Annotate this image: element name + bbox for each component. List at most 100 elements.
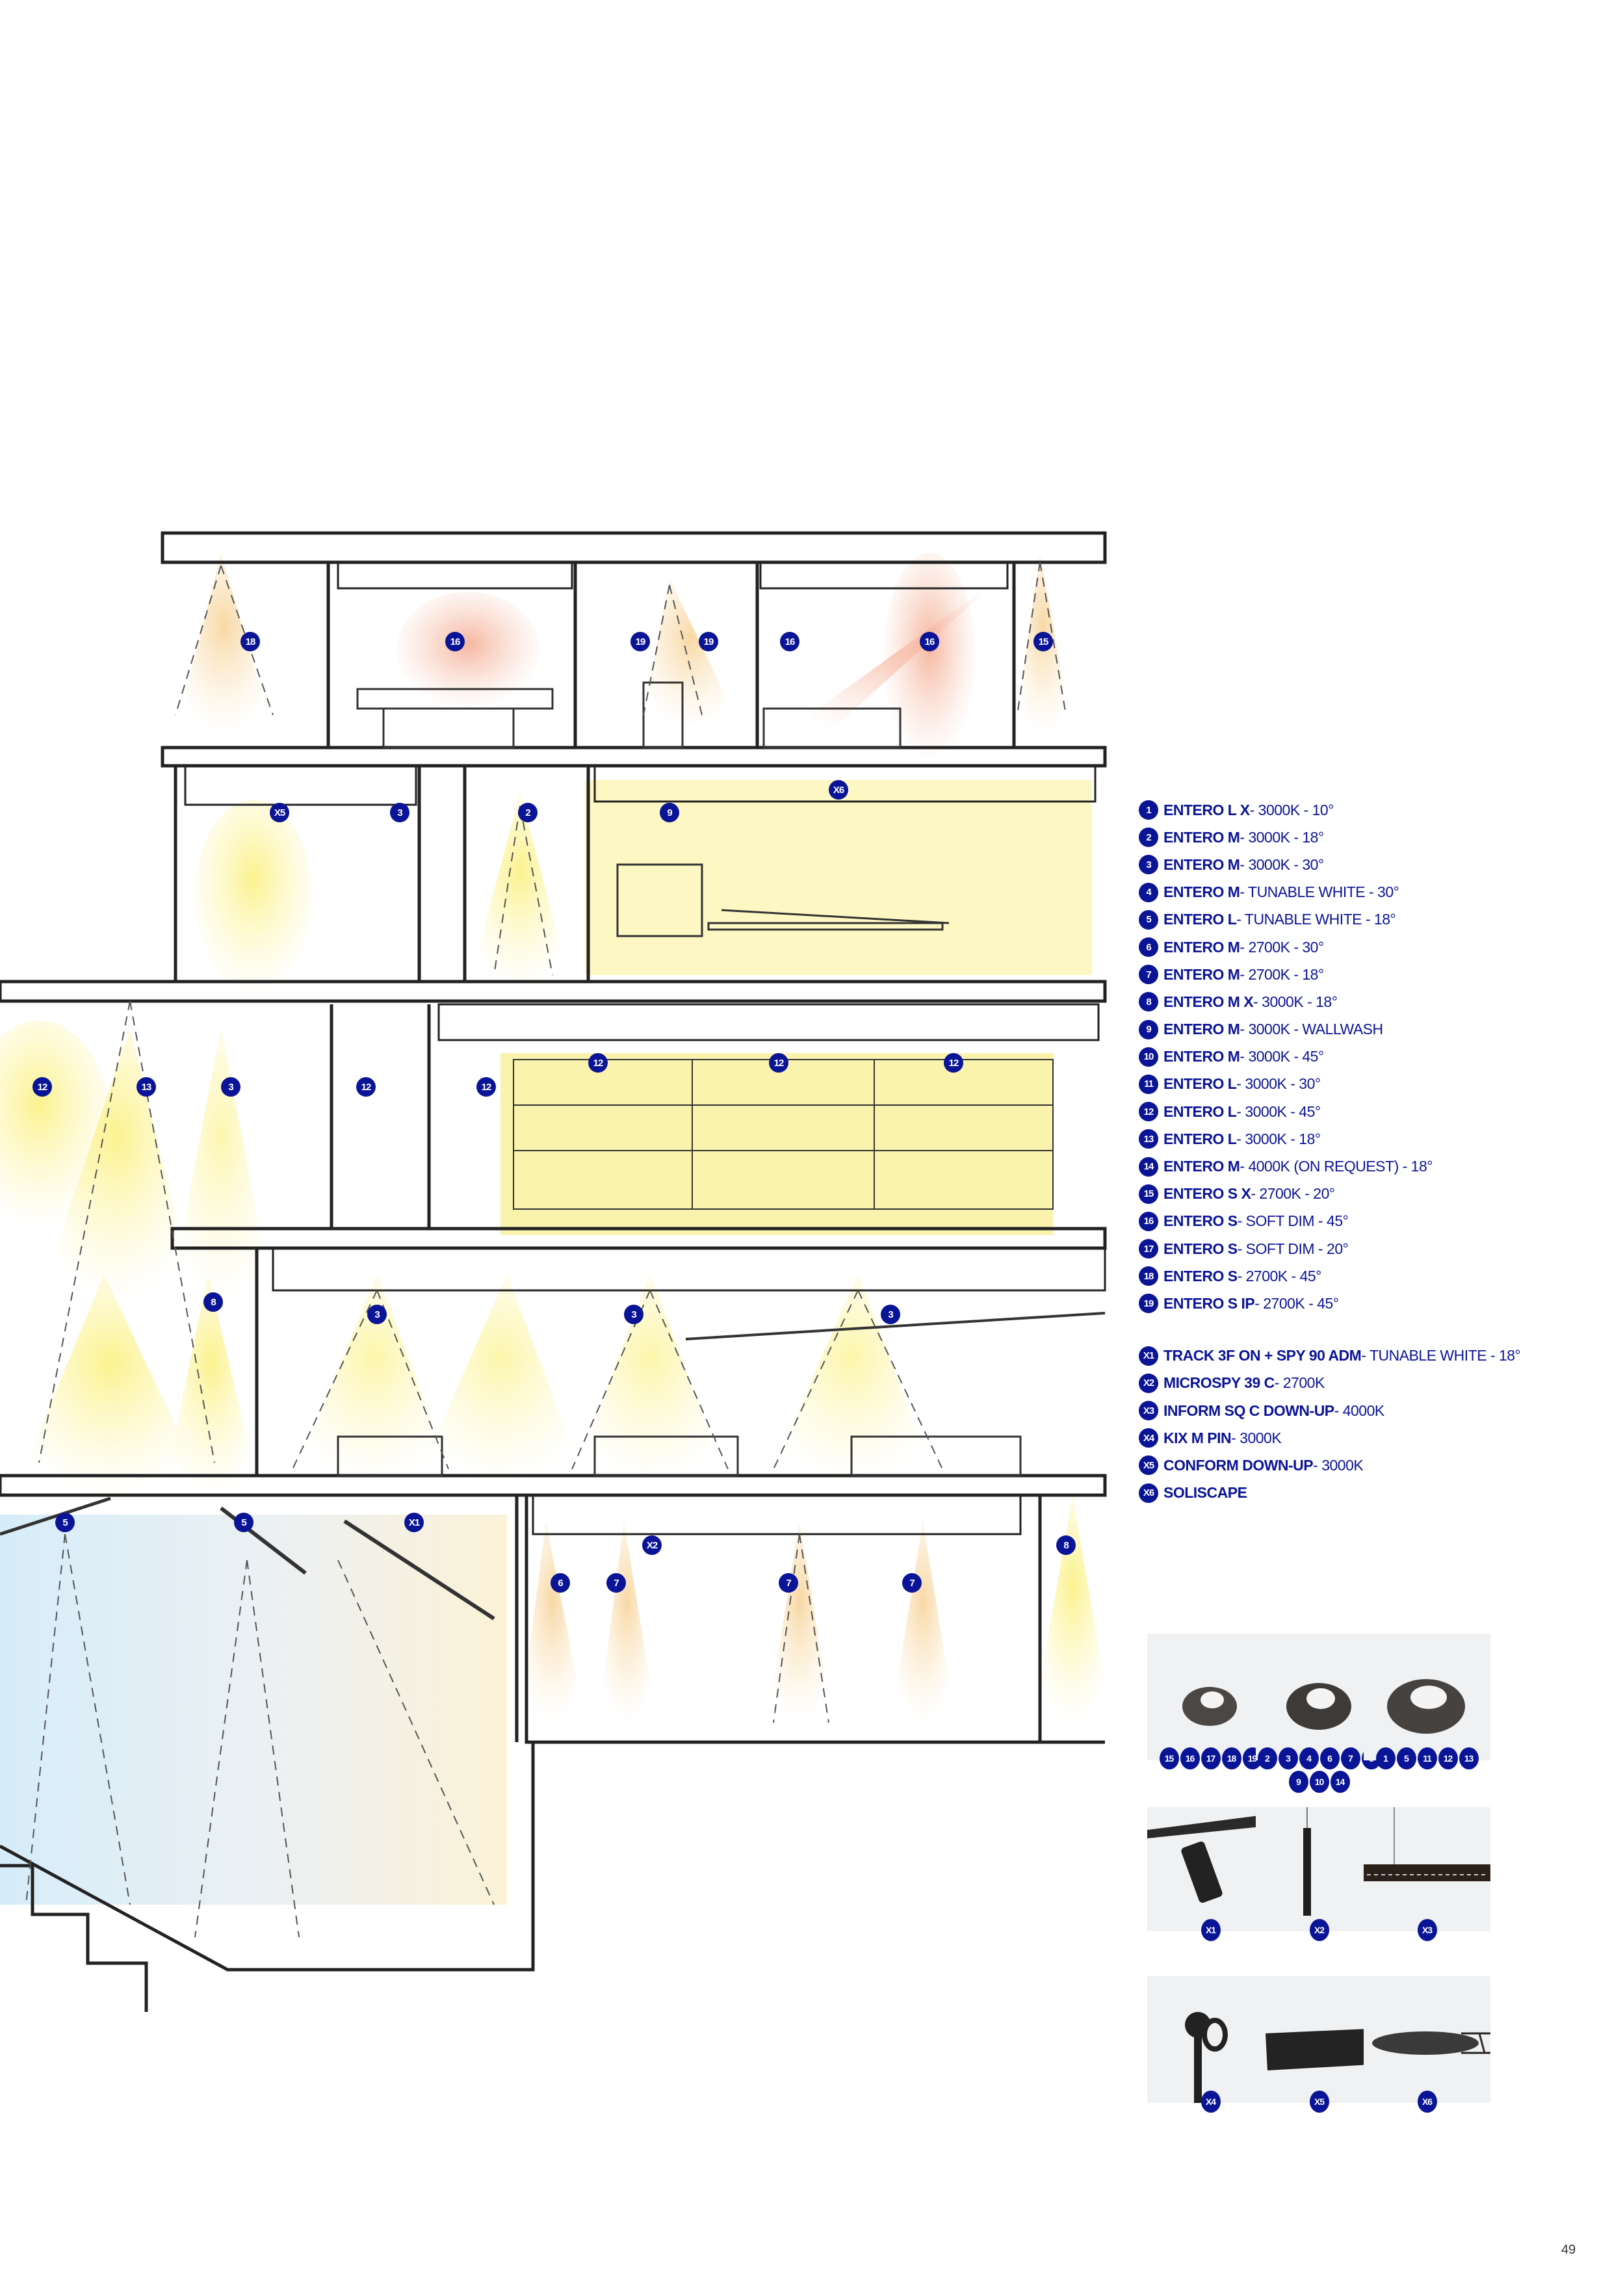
legend-product-spec: - 3000K — [1313, 1456, 1364, 1474]
legend-badge: 12 — [1139, 1102, 1158, 1122]
tile-badge: 4 — [1299, 1747, 1319, 1769]
tile-badges-x6: X6 — [1364, 2091, 1490, 2113]
figures-furniture — [0, 681, 1106, 1621]
legend-product-name: ENTERO S — [1163, 1240, 1238, 1257]
legend-badge: 16 — [1139, 1211, 1158, 1231]
legend-badge: 4 — [1139, 882, 1158, 902]
legend-badge: 17 — [1139, 1239, 1158, 1259]
entero-l-downlight-image — [1387, 1679, 1465, 1734]
tile-badge: 3 — [1278, 1747, 1298, 1769]
tile-badge: 6 — [1319, 1747, 1340, 1769]
track-spot-image — [1147, 1814, 1274, 1903]
entero-s-downlight-image — [1182, 1687, 1237, 1726]
tile-badge: 7 — [1340, 1747, 1360, 1769]
legend-product-spec: - 3000K - 10° — [1249, 801, 1334, 818]
legend-product-name: SOLISCAPE — [1163, 1484, 1247, 1502]
tile-badge: 10 — [1309, 1771, 1329, 1793]
legend-product-name: CONFORM DOWN-UP — [1163, 1456, 1314, 1474]
legend-badge: 5 — [1139, 909, 1158, 930]
legend-badge: 8 — [1139, 992, 1158, 1012]
product-tile-entero-m — [1256, 1634, 1383, 1760]
legend-badge: X6 — [1139, 1483, 1158, 1503]
marker-13: 13 — [136, 1077, 156, 1097]
page-number: 49 — [1561, 2243, 1576, 2257]
marker-5: 5 — [234, 1513, 253, 1532]
pin-spot-image — [1185, 2012, 1228, 2103]
legend-product-spec: - 2700K - 45° — [1254, 1294, 1339, 1312]
legend-badge: X4 — [1139, 1428, 1158, 1448]
legend-badge: 15 — [1139, 1184, 1158, 1204]
legend-badge: 18 — [1139, 1266, 1158, 1286]
legend-product-name: MICROSPY 39 C — [1163, 1374, 1275, 1392]
marker-6: 6 — [551, 1573, 570, 1593]
legend-product-name: ENTERO S — [1163, 1212, 1238, 1230]
legend-badge: X1 — [1139, 1346, 1158, 1366]
marker-8: 8 — [1056, 1535, 1076, 1555]
beam-lines — [25, 562, 1067, 1938]
legend-item: 17 ENTERO S - SOFT DIM - 20° — [1139, 1235, 1607, 1262]
tile-badge: 15 — [1159, 1747, 1179, 1769]
marker-19: 19 — [630, 632, 650, 651]
building-section-drawing: 18 16 19 19 16 16 15 X5 3 2 9 X6 12 13 3… — [0, 531, 1111, 2012]
legend-product-spec: - 4000K — [1334, 1402, 1385, 1419]
pendant-tube-image — [1303, 1807, 1311, 1916]
tile-badge: 12 — [1438, 1747, 1458, 1769]
tile-badge: 9 — [1288, 1771, 1308, 1793]
legend-product-spec: - 2700K - 20° — [1251, 1185, 1335, 1203]
product-tile-x2 — [1256, 1807, 1383, 1931]
tile-badges-x3: X3 — [1364, 1919, 1490, 1941]
legend-product-spec: - 3000K - 18° — [1253, 993, 1338, 1010]
tile-badge: X6 — [1417, 2091, 1437, 2113]
marker-16: 16 — [780, 632, 799, 651]
disc-pendant-image — [1372, 2031, 1490, 2055]
marker-5: 5 — [55, 1513, 75, 1532]
legend-item: 9 ENTERO M- 3000K - WALLWASH — [1139, 1016, 1607, 1043]
legend-product-spec: - 2700K - 45° — [1237, 1267, 1322, 1285]
tile-badge: 1 — [1375, 1747, 1396, 1769]
legend-product-spec: - 3000K - 45° — [1240, 1048, 1324, 1065]
light-glows — [0, 553, 1111, 1905]
legend-item: X6 SOLISCAPE — [1139, 1480, 1607, 1507]
marker-12: 12 — [476, 1077, 496, 1097]
marker-12: 12 — [588, 1053, 608, 1073]
tile-badge: X4 — [1201, 2091, 1221, 2113]
legend-product-name: ENTERO M — [1163, 1158, 1240, 1175]
marker-3: 3 — [624, 1305, 643, 1324]
product-tile-x1 — [1147, 1807, 1274, 1931]
tile-badge: 2 — [1257, 1747, 1277, 1769]
product-tile-entero-s — [1147, 1634, 1274, 1760]
legend-product-name: ENTERO L — [1163, 1075, 1237, 1093]
legend-product-spec: - TUNABLE WHITE - 30° — [1240, 883, 1399, 901]
legend-spacer — [1139, 1318, 1607, 1342]
legend-product-name: ENTERO M — [1163, 855, 1240, 873]
tile-badge: 13 — [1459, 1747, 1479, 1769]
tile-badges-x2: X2 — [1256, 1919, 1383, 1941]
marker-x2: X2 — [642, 1535, 662, 1555]
entero-m-downlight-image — [1286, 1683, 1351, 1730]
legend-product-name: ENTERO M — [1163, 1021, 1240, 1038]
legend-product-spec: - SOFT DIM - 20° — [1237, 1240, 1349, 1257]
legend-badge: 10 — [1139, 1047, 1158, 1067]
legend-product-name: ENTERO L — [1163, 1130, 1237, 1147]
legend-product-spec: - 3000K - 45° — [1236, 1102, 1321, 1120]
structure-lines — [0, 531, 1107, 2012]
legend-product-spec: - 3000K - WALLWASH — [1240, 1021, 1383, 1038]
legend-badge: 14 — [1139, 1156, 1158, 1177]
legend-badge: 3 — [1139, 855, 1158, 875]
legend-product-spec: - 4000K (ON REQUEST) - 18° — [1240, 1158, 1433, 1175]
marker-15: 15 — [1033, 632, 1053, 651]
marker-12: 12 — [769, 1053, 788, 1073]
legend-badge: 9 — [1139, 1019, 1158, 1039]
